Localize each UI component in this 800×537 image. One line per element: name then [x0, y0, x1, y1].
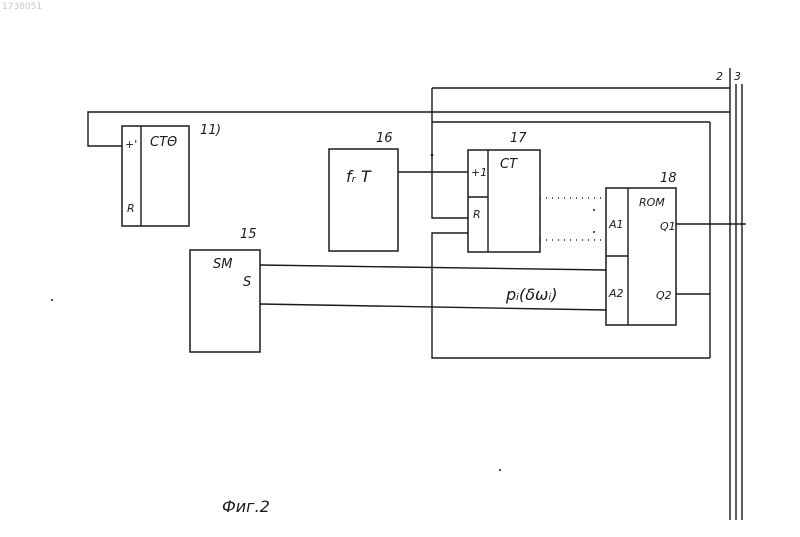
rom-18-label: ROM: [639, 196, 665, 209]
counter-17-number: 17: [510, 131, 527, 146]
generator-16-label: fᵣ T: [346, 167, 372, 186]
wire-adder-to-rom-a2-2: [260, 304, 606, 310]
figure-caption: Фиг.2: [222, 497, 270, 516]
bus-3-label: 3: [734, 70, 741, 83]
counter-11-input-r: R: [127, 202, 135, 215]
adder-15-number: 15: [240, 227, 257, 242]
wire-reset-counter17: [432, 88, 468, 218]
signal-label: pᵢ(δωᵢ): [505, 285, 558, 304]
rom-18-out1: Q1: [660, 220, 676, 233]
counter-17-input-plus: +1: [471, 166, 487, 179]
counter-11-number: 11: [200, 123, 217, 138]
block-counter-11: +' R CTΘ 11 ): [122, 123, 221, 226]
counter-11-paren: ): [215, 123, 221, 138]
adder-15-label: SM: [213, 257, 232, 272]
rom-18-addr2: A2: [608, 287, 624, 300]
dot-mark: [51, 299, 53, 301]
counter-17-input-r: R: [473, 208, 481, 221]
dot-mark: [593, 231, 595, 233]
block-adder-15: SM S 15: [190, 227, 260, 352]
wire-adder-to-rom-a2-1: [260, 265, 606, 270]
generator-16-number: 16: [376, 131, 393, 146]
generator-16-box: [329, 149, 398, 251]
corner-stamp: 1738051: [2, 2, 42, 12]
block-generator-16: fᵣ T 16: [329, 131, 398, 251]
block-counter-17: +1 R CT 17: [468, 131, 540, 252]
dot-mark: [499, 469, 501, 471]
rom-18-addr1: A1: [608, 218, 624, 231]
counter-17-label: CT: [500, 157, 518, 172]
rom-18-number: 18: [660, 171, 677, 186]
bus-2-label: 2: [716, 70, 723, 83]
rom-18-out2: Q2: [656, 289, 672, 302]
block-rom-18: A1 A2 ROM Q1 Q2 18: [606, 171, 677, 325]
junction-dot: [431, 154, 434, 157]
bus-lines: [730, 68, 742, 520]
counter-11-input-plus: +': [125, 138, 137, 151]
adder-15-output: S: [243, 275, 251, 290]
counter-11-label: CTΘ: [150, 135, 177, 150]
dot-mark: [593, 209, 595, 211]
